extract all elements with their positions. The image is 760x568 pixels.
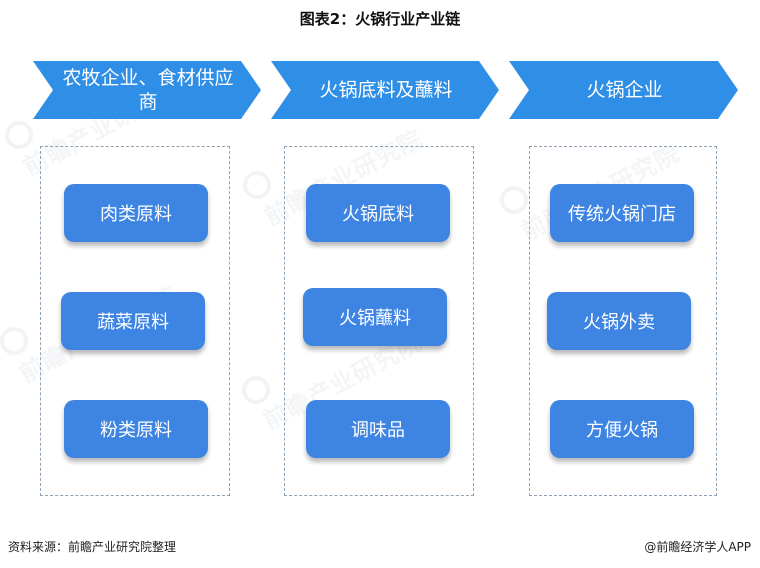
watermark-logo-icon [5, 121, 33, 149]
brand-note: @前瞻经济学人APP [644, 540, 751, 554]
upstream-column-frame [40, 146, 230, 496]
watermark-logo-icon [242, 376, 270, 404]
upstream-item-starch: 粉类原料 [64, 400, 208, 458]
downstream-item-delivery: 火锅外卖 [547, 292, 691, 350]
midstream-column-frame [284, 146, 474, 496]
upstream-item-meat: 肉类原料 [64, 184, 208, 242]
stage-arrow-label: 火锅企业 [586, 79, 663, 101]
watermark-logo-icon [243, 171, 271, 199]
chart-title: 图表2：火锅行业产业链 [299, 10, 461, 28]
watermark-logo-icon [0, 327, 28, 355]
stage-arrow-downstream: 火锅企业 [509, 61, 738, 119]
stage-arrow-upstream: 农牧企业、食材供应商 [33, 61, 261, 119]
stage-arrow-label: 火锅底料及蘸料 [319, 79, 453, 101]
stage-arrow-midstream: 火锅底料及蘸料 [271, 61, 499, 119]
stage-arrow-label: 农牧企业、食材供应商 [62, 67, 234, 113]
midstream-item-seasoning: 调味品 [306, 400, 450, 458]
midstream-item-hotpot-base: 火锅底料 [306, 184, 450, 242]
watermark-logo-icon [500, 186, 528, 214]
downstream-item-traditional-store: 传统火锅门店 [550, 184, 694, 242]
midstream-item-dipping-sauce: 火锅蘸料 [303, 288, 447, 346]
downstream-column-frame [529, 146, 717, 496]
source-note: 资料来源：前瞻产业研究院整理 [8, 540, 177, 554]
upstream-item-vegetable: 蔬菜原料 [61, 292, 205, 350]
downstream-item-instant-hotpot: 方便火锅 [550, 400, 694, 458]
